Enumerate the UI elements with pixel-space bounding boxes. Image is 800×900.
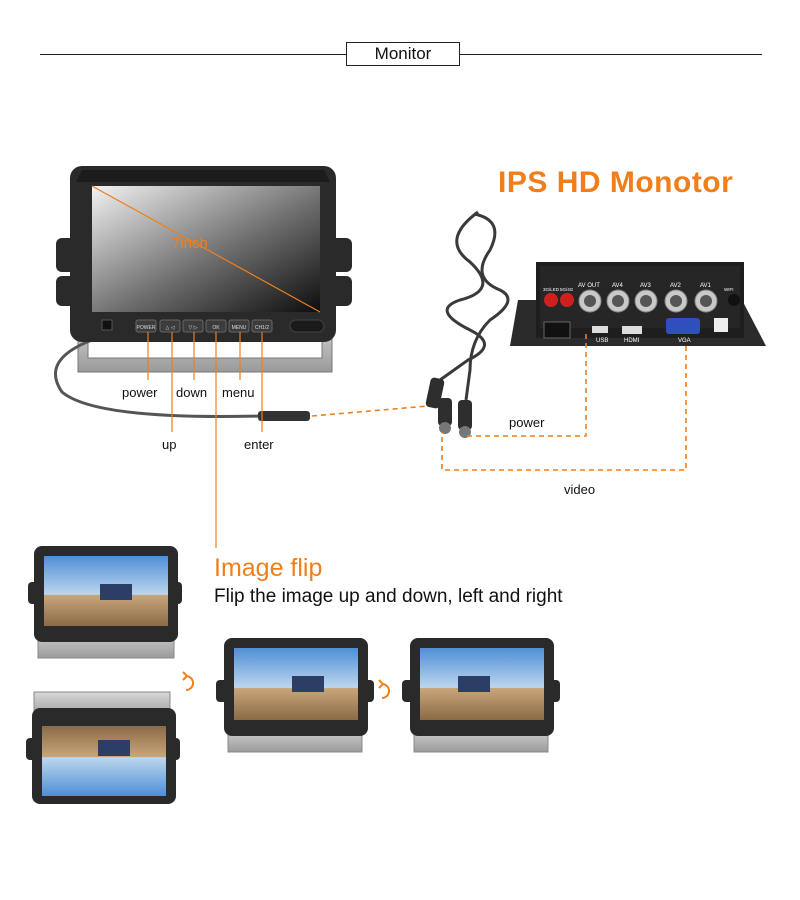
monitor-key-mark-2: ▽ ▷ <box>188 325 197 331</box>
monitor-key-1 <box>159 319 181 333</box>
monitor-key-0 <box>135 319 157 333</box>
cable-plug-3 <box>458 400 472 430</box>
product-headline: IPS HD Monotor <box>498 166 734 199</box>
monitor-connector <box>258 411 310 421</box>
header-rule-right <box>460 54 762 55</box>
header-rule-left <box>40 54 346 55</box>
dvr-port-label-0: 3G/LED <box>543 287 560 292</box>
dvr-port-label-4: AV3 <box>640 283 652 289</box>
dvr-box <box>510 262 766 346</box>
monitor-key-mark-0: POWER <box>137 325 156 331</box>
monitor-key-4 <box>228 319 250 333</box>
dvr-port-label-1: 5G/4G <box>560 287 574 292</box>
screen-size-label: 7inch <box>172 235 208 252</box>
wifi-antenna-port <box>728 294 740 306</box>
dvr-port-label-5: AV2 <box>670 283 682 289</box>
cable-plug-2 <box>438 398 452 426</box>
monitor-key-mark-3: OK <box>212 325 220 331</box>
monitor-keys: POWER △ ◁ ▽ ▷ OK MENU CH1/2 <box>135 319 273 333</box>
flip-example-normal <box>28 546 182 659</box>
monitor-key-mark-1: △ ◁ <box>165 325 174 331</box>
flip-example-normal-2 <box>216 638 374 753</box>
section-title: Monitor <box>346 42 460 66</box>
label-menu-button: menu <box>222 385 255 400</box>
dvr-port-label-3: AV4 <box>612 283 624 289</box>
flip-arrow-icon <box>182 671 194 691</box>
monitor-key-mark-5: CH1/2 <box>255 325 269 331</box>
main-monitor <box>53 166 352 421</box>
dvr-port-label-7: WIFI <box>724 287 734 292</box>
image-flip-description: Flip the image up and down, left and rig… <box>214 586 563 607</box>
monitor-cable <box>53 338 261 418</box>
antenna-port-1 <box>544 293 558 307</box>
extension-cable <box>434 210 510 401</box>
flip-arrow-icon-2 <box>378 679 390 699</box>
label-enter-button: enter <box>244 437 274 452</box>
label-power-connection: power <box>509 415 545 430</box>
usb-port <box>592 326 608 333</box>
dvr-port-label-9: HDMI <box>624 338 640 344</box>
label-video-connection: video <box>564 482 596 497</box>
ir-sensor <box>101 319 113 331</box>
monitor-key-mark-4: MENU <box>232 325 247 331</box>
vga-port <box>666 318 700 334</box>
dvr-port-label-2: AV OUT <box>578 283 600 289</box>
power-port <box>714 318 728 332</box>
dvr-port-label-6: AV1 <box>700 283 712 289</box>
label-up-button: up <box>162 437 177 452</box>
dvr-port-label-8: USB <box>596 338 608 344</box>
hdmi-port <box>622 326 642 334</box>
label-down-button: down <box>176 385 208 400</box>
flip-example-vertical <box>26 691 180 804</box>
flip-example-horizontal <box>402 638 560 753</box>
logo-plate <box>289 319 325 333</box>
io-terminal <box>543 321 571 339</box>
antenna-port-2 <box>560 293 574 307</box>
label-power-button: power <box>122 385 158 400</box>
dashed-connections <box>311 334 687 471</box>
button-leaders <box>147 332 263 548</box>
image-flip-title: Image flip <box>214 554 323 582</box>
monitor-key-2 <box>182 319 204 333</box>
dvr-port-label-10: VGA <box>678 338 691 344</box>
